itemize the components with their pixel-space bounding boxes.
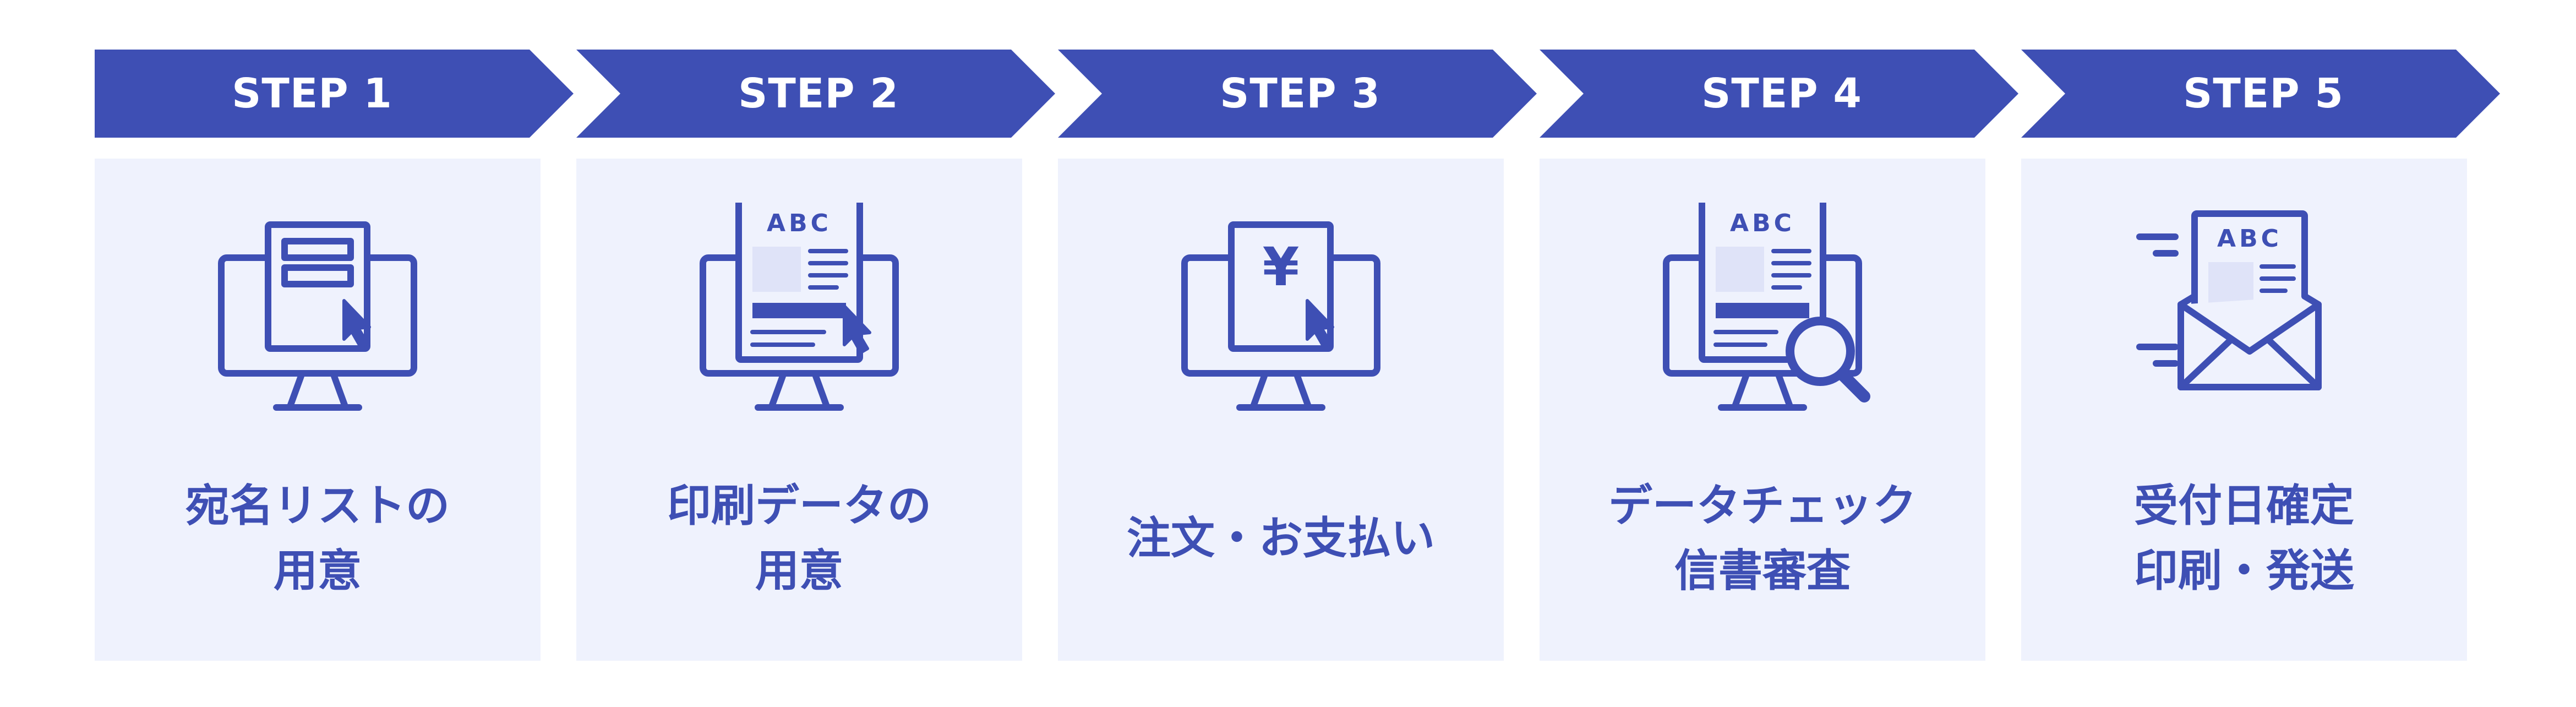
step-1-caption: 宛名リストの 用意 [106,467,530,610]
step-5-caption: 受付日確定 印刷・発送 [2032,467,2456,610]
step-3-caption-line-1: 注文・お支払い [1127,513,1435,564]
step-5-label: STEP 5 [2183,70,2344,117]
step-4-label: STEP 4 [1701,70,1862,117]
step-4-header: STEP 4 [1540,50,2024,138]
step-2-arrow-banner [576,50,1055,138]
step-5-caption-line-2: 印刷・発送 [2134,545,2354,596]
step-2-caption: 印刷データの 用意 [587,467,1011,610]
step-3-label: STEP 3 [1220,70,1380,117]
document-abc-text: ABC [1730,209,1795,237]
monitor-document-search-icon: ABC [1663,203,1870,411]
step-5-arrow-banner [2021,50,2500,138]
step-4-caption-line-1: データチェック [1608,480,1917,531]
step-1-header: STEP 1 [95,50,579,138]
step-4-arrow-banner [1540,50,2018,138]
step-1-arrow-banner [95,50,574,138]
step-1: STEP 1 宛名リストの 用意 [95,0,579,707]
step-4-card: ABC データチェック 信書審査 [1540,159,1985,661]
step-1-caption-line-2: 用意 [274,545,362,596]
step-2-header: STEP 2 [576,50,1061,138]
step-1-caption-line-1: 宛名リストの [185,480,450,531]
step-2-card: ABC 印刷データの 用意 [576,159,1022,661]
step-4: STEP 4 ABC データチェック 信書審査 [1540,0,2024,707]
step-3: STEP 3 ¥ 注文・お支払い [1058,0,1542,707]
step-5-card: ABC 受付日確定 印刷・発送 [2021,159,2467,661]
step-1-label: STEP 1 [232,70,392,117]
envelope-document-send-icon: ABC [2136,210,2322,390]
step-3-card: ¥ 注文・お支払い [1058,159,1504,661]
step-2-caption-line-2: 用意 [755,545,843,596]
document-abc-text: ABC [767,209,832,237]
step-3-arrow-banner [1058,50,1537,138]
step-4-caption: データチェック 信書審査 [1551,467,1974,610]
step-5-caption-line-1: 受付日確定 [2134,480,2354,531]
monitor-yen-icon: ¥ [1181,221,1380,411]
step-5: STEP 5 ABC 受付日確定 印刷・発送 [2021,0,2506,707]
step-5-header: STEP 5 [2021,50,2506,138]
document-abc-text: ABC [2217,225,2282,253]
step-3-header: STEP 3 [1058,50,1542,138]
step-3-caption: 注文・お支払い [1069,467,1493,610]
step-1-card: 宛名リストの 用意 [95,159,541,661]
step-2: STEP 2 ABC 印刷データの 用意 [576,0,1061,707]
step-4-caption-line-2: 信書審査 [1674,545,1851,596]
monitor-document-abc-icon: ABC [700,203,899,411]
step-2-label: STEP 2 [738,70,899,117]
step-2-caption-line-1: 印刷データの [667,480,931,531]
yen-symbol: ¥ [1263,236,1300,298]
monitor-form-icon [218,221,417,411]
